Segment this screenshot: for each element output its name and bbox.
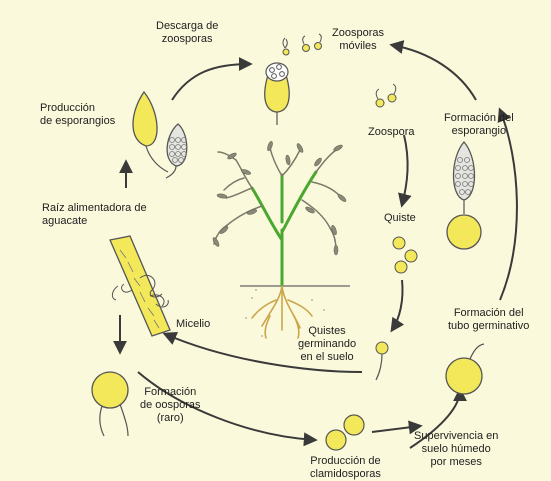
arrow-to-discharge (172, 64, 250, 100)
oospore (92, 372, 128, 436)
label-zoospora: Zoospora (368, 126, 414, 139)
arrow-quiste-to-germinating (392, 280, 403, 330)
label-line: tubo germinativo (448, 320, 529, 333)
label-line: esporangio (444, 125, 514, 138)
label-line: suelo húmedo (414, 443, 498, 456)
discharging-sporangium (265, 38, 289, 125)
label-line: Quiste (384, 212, 416, 225)
sporangia-production (133, 92, 187, 178)
label-line: Producción (40, 102, 115, 115)
label-line: Supervivencia en (414, 430, 498, 443)
arrow-to-sporangium-formation (392, 45, 476, 100)
chlamydospores (326, 415, 364, 450)
label-line: clamidosporas (310, 468, 381, 481)
label-quistes-germinando: Quistes germinando en el suelo (298, 325, 356, 364)
label-line: Quistes (298, 325, 356, 338)
label-line: de oosporas (140, 399, 201, 412)
label-raiz-alimentadora: Raíz alimentadora de aguacate (42, 202, 147, 228)
label-line: Zoospora (368, 126, 414, 139)
label-line: zoosporas (156, 33, 218, 46)
label-formacion-de-oosporas: Formación de oosporas (raro) (140, 386, 201, 425)
label-line: Formación del (444, 112, 514, 125)
label-line: germinando (298, 338, 356, 351)
zoospora-cells (376, 84, 396, 107)
label-line: de esporangios (40, 115, 115, 128)
arrow-chlamy-to-survival (372, 426, 420, 432)
label-formacion-del-esporangio: Formación del esporangio (444, 112, 514, 138)
label-line: Micelio (176, 318, 210, 331)
label-zoosporas-moviles: Zoosporas móviles (332, 27, 384, 53)
label-line: en el suelo (298, 351, 356, 364)
cysts (393, 237, 417, 273)
sporangium-formation (447, 142, 481, 249)
germinating-cyst (376, 342, 388, 380)
label-line: (raro) (140, 412, 201, 425)
label-line: por meses (414, 456, 498, 469)
label-micelio: Micelio (176, 318, 210, 331)
label-line: Formación del (448, 307, 529, 320)
label-line: Raíz alimentadora de (42, 202, 147, 215)
label-line: aguacate (42, 215, 147, 228)
germ-tube-formation (446, 344, 484, 394)
label-line: Zoosporas (332, 27, 384, 40)
label-line: Formación (140, 386, 201, 399)
label-produccion-de-esporangios: Producción de esporangios (40, 102, 115, 128)
label-line: móviles (332, 40, 384, 53)
label-supervivencia: Supervivencia en suelo húmedo por meses (414, 430, 498, 469)
avocado-plant (212, 141, 350, 343)
label-formacion-del-tubo-germinativo: Formación del tubo germinativo (448, 307, 529, 333)
label-produccion-de-clamidosporas: Producción de clamidosporas (310, 455, 381, 481)
motile-zoospores (303, 34, 322, 52)
arrow-zoospora-to-quiste (402, 135, 408, 205)
arrow-germ-tube-to-sporangium (500, 110, 517, 300)
label-line: Descarga de (156, 20, 218, 33)
label-quiste: Quiste (384, 212, 416, 225)
label-line: Producción de (310, 455, 381, 468)
label-descarga-de-zoosporas: Descarga de zoosporas (156, 20, 218, 46)
